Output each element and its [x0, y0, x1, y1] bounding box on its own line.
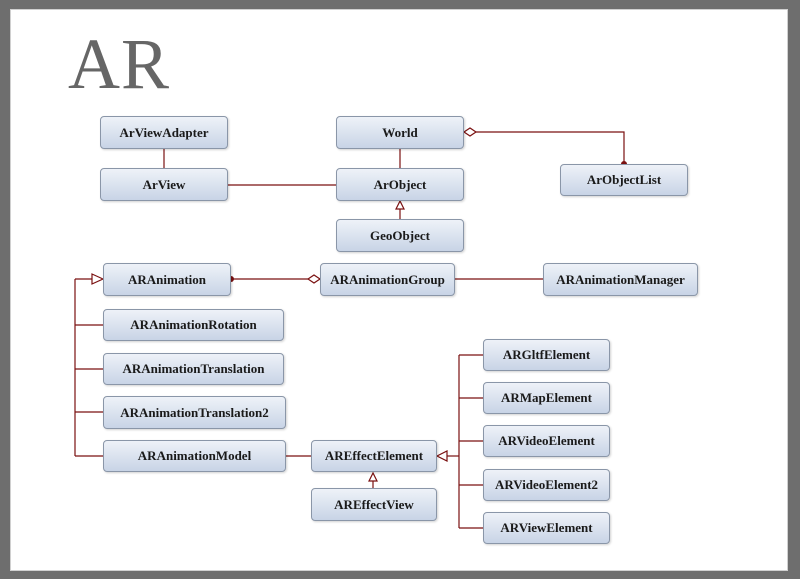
generalization-arrow-aranimation: [91, 273, 105, 285]
node-arviewelement[interactable]: ARViewElement: [483, 512, 610, 544]
node-aranimation[interactable]: ARAnimation: [103, 263, 231, 296]
node-arobjectlist[interactable]: ArObjectList: [560, 164, 688, 196]
node-argltfelement[interactable]: ARGltfElement: [483, 339, 610, 371]
node-aranimationtranslation2[interactable]: ARAnimationTranslation2: [103, 396, 286, 429]
node-arviewadapter[interactable]: ArViewAdapter: [100, 116, 228, 149]
node-arvideoelement[interactable]: ARVideoElement: [483, 425, 610, 457]
node-aranimationgroup[interactable]: ARAnimationGroup: [320, 263, 455, 296]
edge-world-arobjectlist: [476, 131, 625, 164]
node-arview[interactable]: ArView: [100, 168, 228, 201]
node-aranimationmanager[interactable]: ARAnimationManager: [543, 263, 698, 296]
diagram-title: AR: [68, 24, 171, 104]
node-aranimationrotation[interactable]: ARAnimationRotation: [103, 309, 284, 341]
node-arobject[interactable]: ArObject: [336, 168, 464, 201]
generalization-arrow-arobject: [395, 199, 405, 210]
node-armapelement[interactable]: ARMapElement: [483, 382, 610, 414]
node-geoobject[interactable]: GeoObject: [336, 219, 464, 252]
node-aranimationmodel[interactable]: ARAnimationModel: [103, 440, 286, 472]
generalization-arrow-areffectelement: [435, 450, 448, 462]
node-world[interactable]: World: [336, 116, 464, 149]
node-areffectview[interactable]: AREffectView: [311, 488, 437, 521]
node-aranimationtranslation[interactable]: ARAnimationTranslation: [103, 353, 284, 385]
generalization-arrow-areffectview: [368, 471, 378, 482]
aggregation-diamond-aranimationgroup: [306, 274, 322, 284]
aggregation-diamond-world: [462, 127, 478, 137]
node-areffectelement[interactable]: AREffectElement: [311, 440, 437, 472]
node-arvideoelement2[interactable]: ARVideoElement2: [483, 469, 610, 501]
